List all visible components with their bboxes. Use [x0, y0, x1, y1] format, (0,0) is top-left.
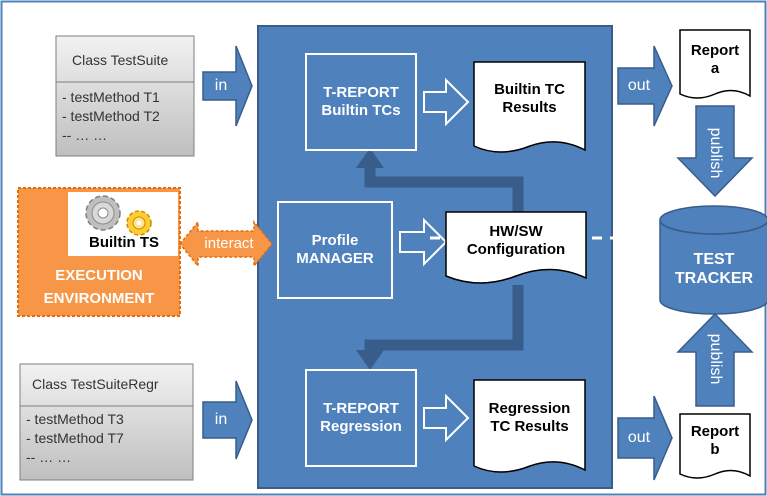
- class-testsuiteregr-method-1: - testMethod T3: [26, 411, 124, 427]
- in-arrow-top: [202, 45, 253, 127]
- class-testsuiteregr-box: [19, 363, 194, 481]
- class-testsuiteregr-title: Class TestSuiteRegr: [32, 376, 159, 392]
- gear-icon: [85, 195, 152, 236]
- interact-arrow-label: interact: [204, 235, 254, 252]
- treport-regression-label: T-REPORT Regression: [320, 400, 402, 435]
- in-arrow-bottom: [202, 380, 253, 460]
- loop-arrow-up: [364, 165, 524, 212]
- builtin-ts-label: Builtin TS: [89, 234, 159, 251]
- hw-sw-config-label: HW/SW Configuration: [466, 223, 566, 258]
- class-testsuiteregr-method-2: - testMethod T7: [26, 430, 124, 446]
- test-tracker-database-icon: [659, 205, 767, 315]
- manager-to-config-arrow: [399, 217, 448, 267]
- class-testsuite-method-2: - testMethod T2: [62, 108, 160, 124]
- profile-manager-label: Profile MANAGER: [296, 232, 374, 267]
- builtin-to-results-arrow: [423, 77, 470, 127]
- report-a-document: [679, 29, 751, 99]
- loop-arrow-down: [364, 285, 524, 352]
- builtin-ts-card: [68, 192, 178, 256]
- interact-arrow: [179, 219, 273, 269]
- in-arrow-bottom-label: in: [214, 411, 228, 429]
- class-testsuite-box: [55, 35, 195, 157]
- out-arrow-top: [617, 45, 673, 127]
- class-testsuite-method-3: -- … …: [62, 127, 108, 143]
- regression-results-label: Regression TC Results: [488, 400, 571, 435]
- class-testsuite-title: Class TestSuite: [72, 52, 169, 68]
- out-arrow-bottom: [617, 395, 673, 481]
- hw-sw-config-document: [445, 211, 587, 284]
- treport-builtin-label: T-REPORT Builtin TCs: [321, 84, 401, 119]
- publish-top-label: publish: [706, 127, 724, 179]
- builtin-results-document: [473, 61, 586, 153]
- loop-arrow-up-head: [356, 148, 384, 168]
- report-a-label: Report a: [690, 42, 740, 77]
- out-arrow-bottom-label: out: [627, 429, 651, 447]
- test-tracker-label: TEST TRACKER: [674, 250, 754, 287]
- out-arrow-top-label: out: [627, 77, 651, 95]
- treport-builtin-box: [305, 53, 417, 151]
- publish-arrow-bottom: [676, 312, 754, 407]
- in-arrow-top-label: in: [214, 77, 228, 95]
- publish-arrow-top: [676, 105, 754, 198]
- class-testsuite-method-1: - testMethod T1: [62, 89, 160, 105]
- publish-bottom-label: publish: [706, 333, 724, 385]
- regression-results-document: [473, 379, 586, 473]
- report-b-document: [679, 413, 751, 479]
- execution-environment-label: EXECUTION ENVIRONMENT: [43, 267, 155, 307]
- class-testsuiteregr-method-3: -- … …: [26, 449, 72, 465]
- profile-manager-box: [277, 201, 393, 299]
- regression-to-results-arrow: [423, 393, 470, 443]
- treport-regression-box: [305, 369, 417, 467]
- loop-arrow-down-head: [356, 350, 384, 370]
- builtin-results-label: Builtin TC Results: [494, 81, 565, 116]
- report-b-label: Report b: [690, 423, 740, 458]
